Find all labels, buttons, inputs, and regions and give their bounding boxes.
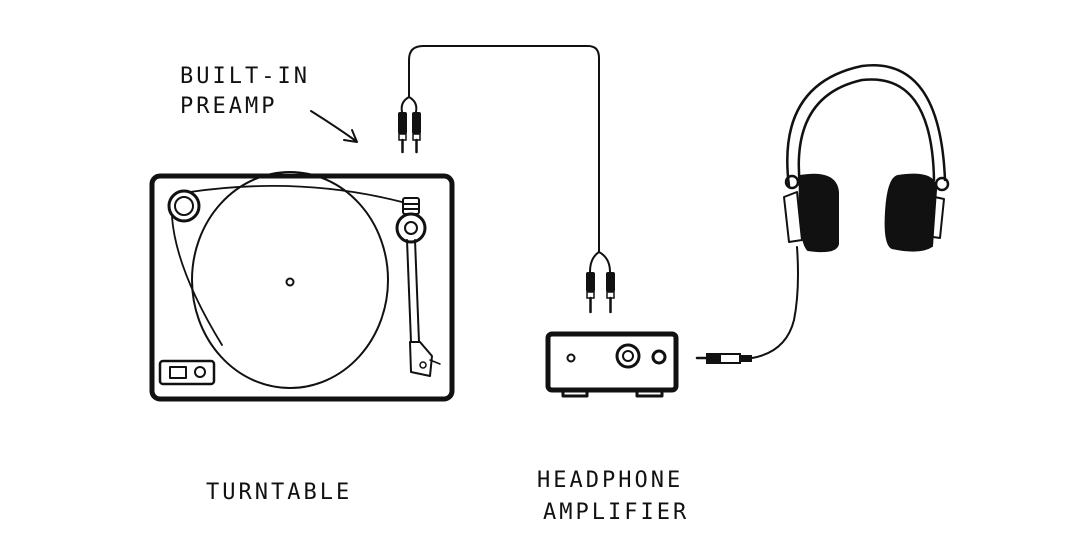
amplifier-icon bbox=[545, 331, 679, 398]
headphones-icon bbox=[783, 64, 950, 253]
turntable-icon bbox=[149, 171, 455, 402]
amplifier-label-line-2: AMPLIFIER bbox=[543, 500, 690, 525]
headphone-jack-icon bbox=[695, 246, 799, 364]
rca-cable bbox=[408, 45, 611, 273]
arrow-icon bbox=[310, 110, 358, 143]
rca-plug-icon bbox=[586, 272, 615, 314]
preamp-label-line-2: PREAMP bbox=[180, 94, 278, 119]
turntable-label: TURNTABLE bbox=[206, 480, 353, 505]
rca-plug-icon bbox=[398, 96, 421, 154]
amplifier-label-line-1: HEADPHONE bbox=[537, 468, 684, 493]
preamp-label-line-1: BUILT-IN bbox=[180, 64, 310, 89]
